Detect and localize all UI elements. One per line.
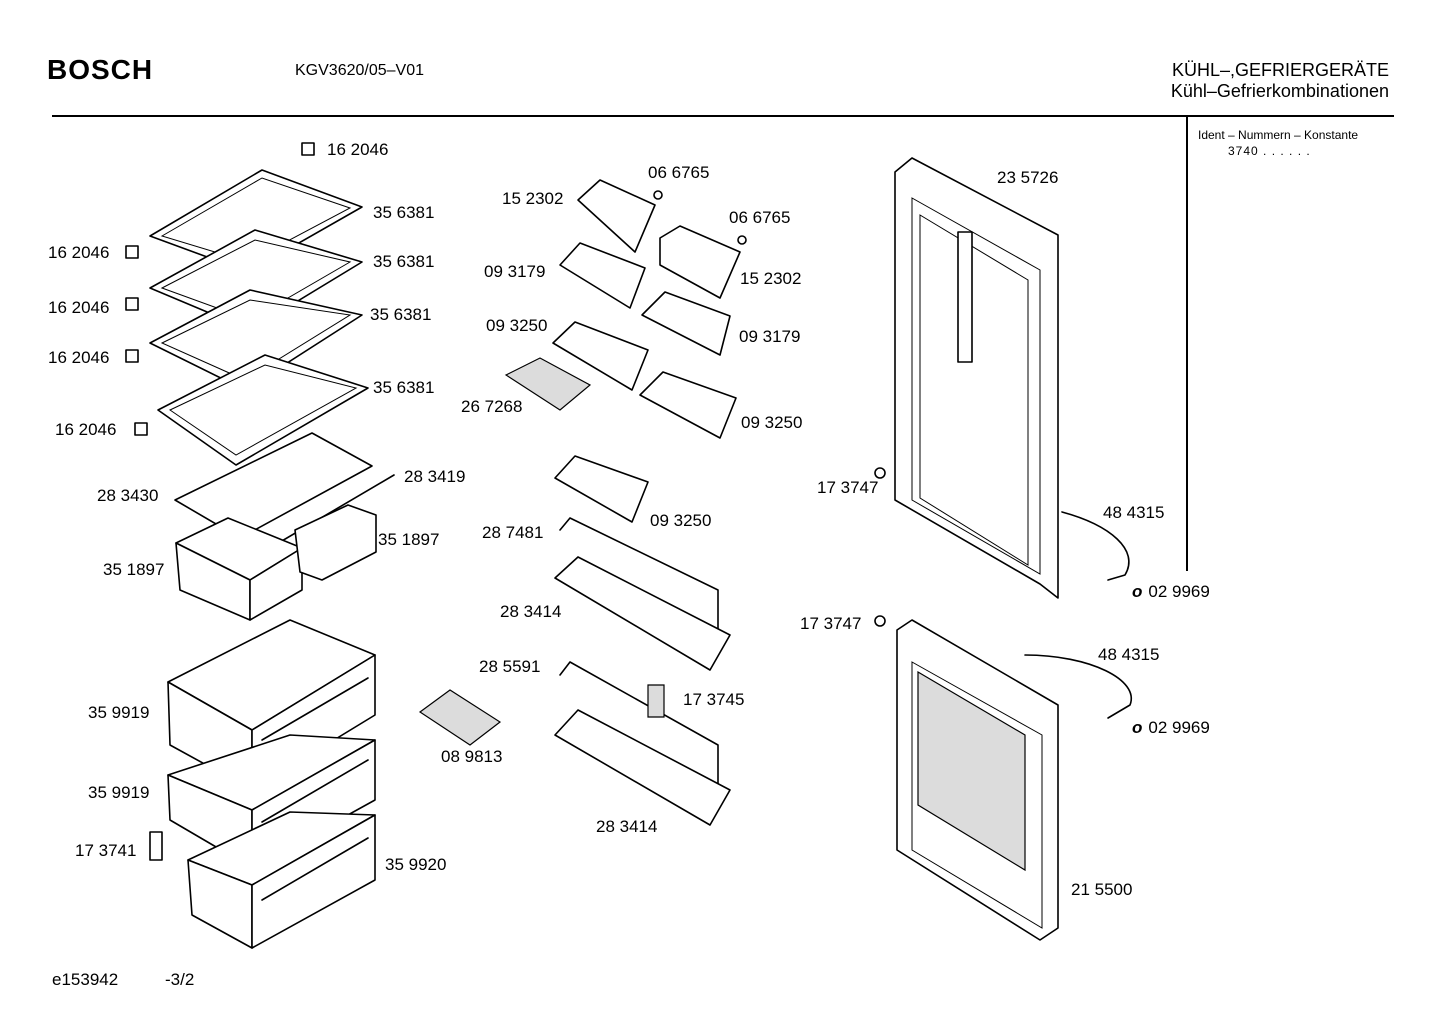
part-number: 21 5500 — [1071, 880, 1133, 899]
part-number: 28 3414 — [596, 817, 658, 836]
part-number: 23 5726 — [997, 168, 1059, 187]
header-rule — [52, 115, 1394, 117]
part-number: 28 3419 — [404, 467, 466, 486]
part-number: 48 4315 — [1103, 503, 1165, 522]
page-indicator: -3/2 — [165, 970, 195, 989]
fridge-door — [895, 158, 1058, 598]
bottle-shelves — [555, 518, 730, 825]
ring-icon: o — [1132, 718, 1143, 737]
part-number-text: 02 9969 — [1148, 718, 1210, 737]
part-number: 28 3414 — [500, 602, 562, 621]
part-number: 35 6381 — [373, 378, 435, 397]
part-number: 35 9919 — [88, 703, 150, 722]
brand-logo: BOSCH — [47, 54, 154, 85]
part-number: 09 3250 — [741, 413, 803, 432]
part-number: 16 2046 — [327, 140, 389, 159]
part-number: 35 9919 — [88, 783, 150, 802]
door-bins — [553, 180, 740, 522]
part-number: 17 3747 — [800, 614, 862, 633]
part-number: 35 6381 — [370, 305, 432, 324]
ident-value: 3740 . . . . . . — [1228, 144, 1311, 158]
ident-label: Ident – Nummern – Konstante — [1198, 128, 1359, 142]
part-number: 17 3747 — [817, 478, 879, 497]
ring-icon: o — [1132, 582, 1143, 601]
part-number: 06 6765 — [648, 163, 710, 182]
part-number: 17 3741 — [75, 841, 137, 860]
part-number: 28 7481 — [482, 523, 544, 542]
part-number: 35 1897 — [378, 530, 440, 549]
egg-tray — [506, 358, 590, 410]
part-number: 28 5591 — [479, 657, 541, 676]
freezer-drawer — [188, 812, 375, 948]
door-handle-upper — [1062, 512, 1129, 580]
hinge-caps — [126, 143, 885, 626]
category-subtitle: Kühl–Gefrierkombinationen — [1170, 81, 1389, 101]
part-number: o 02 9969 — [1132, 718, 1210, 738]
document-code: e153942 — [52, 970, 119, 989]
part-number: 35 9920 — [385, 855, 447, 874]
part-number: 16 2046 — [48, 348, 110, 367]
part-number: 08 9813 — [441, 747, 503, 766]
glass-shelf-4 — [158, 355, 368, 465]
part-number: 35 6381 — [373, 203, 435, 222]
part-number-text: 02 9969 — [1148, 582, 1210, 601]
part-number: 15 2302 — [502, 189, 564, 208]
part-number: 16 2046 — [48, 243, 110, 262]
part-number: 26 7268 — [461, 397, 523, 416]
part-number: 09 3179 — [484, 262, 546, 281]
part-number: o 02 9969 — [1132, 582, 1210, 602]
part-number: 06 6765 — [729, 208, 791, 227]
part-number: 48 4315 — [1098, 645, 1160, 664]
ident-divider — [1186, 117, 1188, 571]
part-number: 28 3430 — [97, 486, 159, 505]
clip-part — [150, 832, 162, 860]
part-number: 35 1897 — [103, 560, 165, 579]
part-number: 09 3250 — [486, 316, 548, 335]
part-number: 16 2046 — [48, 298, 110, 317]
part-number: 35 6381 — [373, 252, 435, 271]
model-number: KGV3620/05–V01 — [295, 62, 424, 79]
part-number: 15 2302 — [740, 269, 802, 288]
glass-shelf-3 — [150, 290, 362, 390]
freezer-door — [897, 620, 1058, 940]
part-number: 09 3179 — [739, 327, 801, 346]
door-handle-lower — [1025, 655, 1131, 718]
ice-cube-tray — [420, 690, 500, 745]
category-title: KÜHL–,GEFRIERGERÄTE — [1171, 60, 1389, 80]
part-number: 09 3250 — [650, 511, 712, 530]
part-number: 16 2046 — [55, 420, 117, 439]
door-latch — [648, 685, 664, 717]
part-number: 17 3745 — [683, 690, 745, 709]
small-drawers — [176, 505, 376, 620]
